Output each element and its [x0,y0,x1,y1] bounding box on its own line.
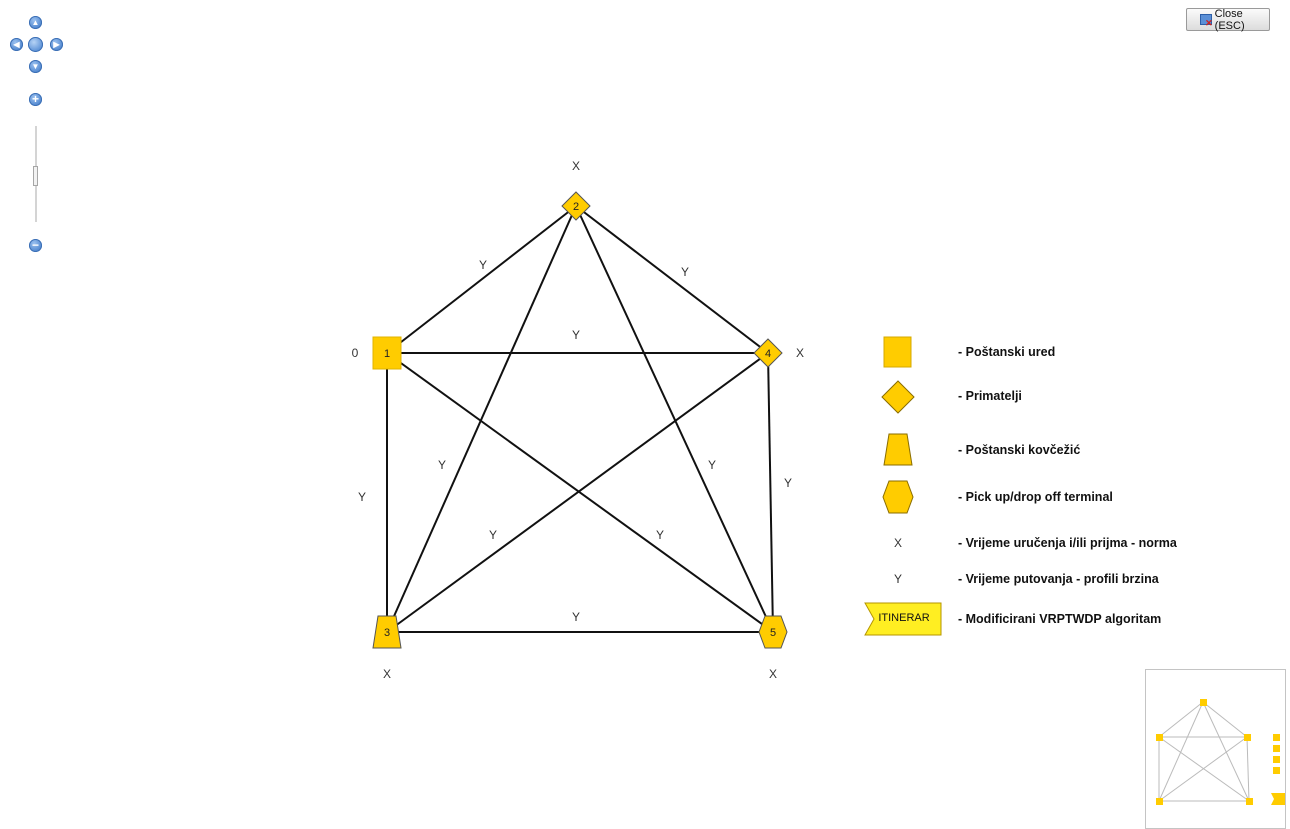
legend-y-symbol: Y [894,572,903,586]
arrow-down-icon: ▼ [31,62,40,71]
zoom-in-button[interactable]: + [29,93,42,106]
zoom-slider-thumb[interactable] [33,166,38,186]
zoom-out-button[interactable]: − [29,239,42,252]
edge-2-5[interactable] [575,205,774,633]
edge-2-3[interactable] [386,205,577,633]
edge-label-3-5: Y [571,610,581,624]
node-id-label: 4 [765,348,771,360]
legend-x-symbol: X [894,536,903,550]
edge-label-1-2: Y [478,258,488,272]
minimap-canvas [1156,699,1285,805]
node-time-label-3: X [382,667,392,681]
close-window-icon: ✕ [1200,13,1213,27]
edge-label-2-3: Y [437,458,447,472]
node-4-diamond[interactable] [753,338,783,368]
edge-1-2[interactable] [386,205,577,354]
pan-down-button[interactable]: ▼ [29,60,42,73]
node-id-label: 3 [384,627,390,639]
node-3-trapezoid[interactable] [372,615,402,649]
plus-icon: + [31,92,39,106]
pan-center-button[interactable] [28,37,43,52]
pan-up-button[interactable]: ▲ [29,16,42,29]
arrow-right-icon: ▶ [53,40,60,49]
edge-4-3[interactable] [386,352,769,633]
node-id-label: 2 [573,201,579,213]
node-time-label-5: X [768,667,778,681]
node-1-square[interactable] [372,336,402,370]
edge-label-4-3: Y [488,528,498,542]
legend-item-travel-time: - Vrijeme putovanja - profili brzina [958,572,1159,586]
edge-2-4[interactable] [575,205,769,354]
arrow-up-icon: ▲ [31,18,40,27]
node-id-label: 1 [384,348,390,360]
node-time-label-1: 0 [351,346,359,360]
edge-label-4-5: Y [783,476,793,490]
edge-4-5[interactable] [767,352,774,633]
node-time-label-4: X [795,346,805,360]
edge-1-5[interactable] [386,352,774,633]
edge-label-1-4: Y [571,328,581,342]
legend-item-delivery-time: - Vrijeme uručenja i/ili prijma - norma [958,536,1177,550]
legend-item-terminal: - Pick up/drop off terminal [958,490,1113,504]
legend-item-algorithm: - Modificirani VRPTWDP algoritam [958,612,1162,626]
minimap[interactable] [1145,669,1286,829]
node-5-hexagon[interactable] [758,615,788,649]
pan-right-button[interactable]: ▶ [50,38,63,51]
edge-label-1-3: Y [357,490,367,504]
node-time-label-2: X [571,159,581,173]
edge-label-1-5: Y [655,528,665,542]
close-button-label: Close (ESC) [1214,7,1245,32]
minus-icon: − [31,238,39,252]
pan-left-button[interactable]: ◀ [10,38,23,51]
edge-label-2-5: Y [707,458,717,472]
node-2-diamond[interactable] [561,191,591,221]
itinerar-label[interactable]: ITINERAR [878,612,930,624]
legend-item-mailbox: - Poštanski kovčežić [958,443,1081,457]
legend-item-post-office: - Poštanski ured [958,345,1056,359]
edge-label-2-4: Y [680,265,690,279]
legend-item-recipients: - Primatelji [958,389,1022,403]
node-id-label: 5 [770,627,776,639]
arrow-left-icon: ◀ [13,40,20,49]
close-button[interactable]: ✕ Close (ESC) [1186,7,1270,32]
